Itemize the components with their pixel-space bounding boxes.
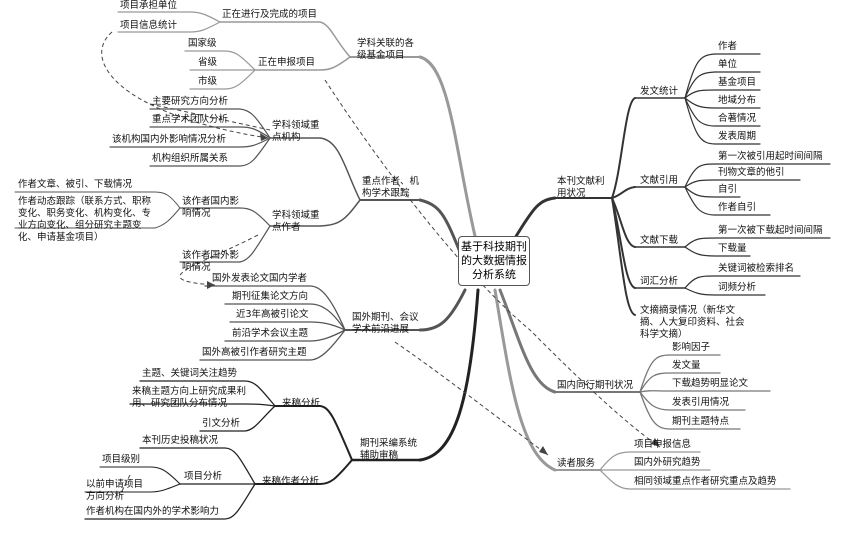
leaf-author-tracking: 作者动态跟踪（联系方式、职称变化、职务变化、机构变化、专业方向变化、组分研究主题…	[18, 196, 152, 243]
leaf-national: 国家级	[188, 38, 217, 49]
leaf-highly-cited: 近3年高被引论文	[236, 309, 309, 320]
leaf-research-direction: 主要研究方向分析	[152, 96, 229, 107]
leaf-citation-status: 发表引用情况	[672, 397, 730, 408]
leaf-project-stats: 项目信息统计	[120, 20, 178, 31]
leaf-org-relation: 机构组织所属关系	[152, 153, 229, 164]
leaf-research-outcome: 来稿主题方向上研究成果利用、研究团队分布情况	[132, 386, 247, 409]
edge-center-stats	[513, 196, 557, 240]
leaf-region: 地域分布	[718, 95, 757, 106]
edge-center-reader	[493, 288, 557, 472]
leaf-journal-topics: 期刊主题特点	[672, 416, 730, 427]
node-citation: 文献引用	[640, 175, 679, 186]
leaf-pub-cycle: 发表周期	[718, 131, 757, 142]
edge-center-review	[418, 288, 480, 462]
node-author-domestic: 该作者国内影响情况	[182, 196, 240, 219]
leaf-project-info: 项目申报信息	[634, 439, 692, 450]
node-publication-stats: 发文统计	[640, 86, 679, 97]
leaf-coauthor: 合著情况	[718, 113, 757, 124]
leaf-submission-history: 本刊历史投稿状况	[142, 435, 219, 446]
node-vocab: 词汇分析	[640, 276, 679, 287]
leaf-author-articles: 作者文章、被引、下载情况	[18, 179, 133, 190]
leaf-keyword-rank: 关键词被检索排名	[718, 263, 795, 274]
branch-peer-journals: 国内同行期刊状况	[557, 380, 634, 391]
branch-usage-status: 本刊文献利用状况	[557, 176, 605, 199]
leaf-other-cite: 刊物文章的他引	[718, 167, 785, 178]
branch-review-assist: 期刊采编系统辅助审稿	[360, 438, 418, 461]
leaf-prior-projects: 以前申请项目方向分析	[86, 479, 144, 502]
leaf-call-for-papers: 期刊征集论文方向	[232, 291, 309, 302]
leaf-institution-influence: 作者机构在国内外的学术影响力	[86, 506, 220, 517]
node-key-authors: 学科领域重点作者	[272, 210, 320, 233]
node-applying-projects: 正在申报项目	[258, 57, 316, 68]
node-ongoing-projects: 正在进行及完成的项目	[222, 9, 318, 20]
central-topic: 基于科技期刊的大数据情报分析系统	[458, 236, 530, 286]
branch-key-tracking: 重点作者、机构学术跟踪	[362, 176, 420, 199]
node-submitter-analysis: 来稿作者分析	[262, 476, 320, 487]
leaf-domestic-scholars: 国外发表论文国内学者	[212, 273, 308, 284]
relation-arrow	[179, 234, 259, 286]
leaf-fund-project: 基金项目	[718, 77, 757, 88]
leaf-municipal: 市级	[198, 76, 218, 87]
leaf-impact-factor: 影响因子	[672, 342, 711, 353]
leaf-institution-impact: 该机构国内外影响情况分析	[112, 134, 227, 145]
leaf-key-author-focus: 相同领域重点作者研究重点及趋势	[634, 476, 777, 487]
leaf-project-unit: 项目承担单位	[120, 0, 178, 11]
leaf-pub-volume: 发文量	[672, 360, 701, 371]
node-key-institutions: 学科领域重点机构	[272, 120, 320, 143]
leaf-cited-author-topics: 国外高被引作者研究主题	[202, 347, 307, 358]
leaf-academic-team: 重点学术团队分析	[152, 114, 229, 125]
leaf-keyword-trend: 主题、关键词关注趋势	[142, 368, 238, 379]
node-download: 文献下载	[640, 235, 679, 246]
branch-reader-service: 读者服务	[557, 458, 596, 469]
leaf-download-trend: 下载趋势明显论文	[672, 378, 749, 389]
node-manuscript-analysis: 来稿分析	[282, 398, 321, 409]
leaf-project-level: 项目级别	[102, 454, 141, 465]
relation-arrow	[324, 79, 661, 448]
leaf-author: 作者	[718, 41, 738, 52]
branch-intl-frontier: 国外期刊、会议学术前沿进展	[352, 312, 419, 335]
leaf-author-self-cite: 作者自引	[718, 202, 757, 213]
relation-arrow	[101, 31, 269, 139]
leaf-first-download: 第一次被下载起时间间隔	[718, 225, 823, 236]
leaf-word-freq: 词频分析	[718, 282, 757, 293]
relation-arrow	[119, 474, 131, 496]
branch-funded-projects: 学科关联的各级基金项目	[357, 38, 415, 61]
leaf-provincial: 省级	[198, 57, 218, 68]
node-author-foreign: 该作者国外影响情况	[182, 250, 240, 273]
edge-center-key	[418, 198, 462, 254]
leaf-first-cited: 第一次被引用起时间间隔	[718, 151, 823, 162]
edge-center-intl	[418, 288, 467, 332]
node-abstract-reprint: 文摘摘录情况（新华文摘、人大复印资料、社会科学文摘）	[640, 305, 745, 340]
relation-arrow	[394, 341, 549, 456]
edge-center-peer	[498, 288, 557, 394]
leaf-download-count: 下载量	[718, 243, 747, 254]
leaf-research-trend: 国内外研究趋势	[634, 457, 701, 468]
leaf-conference-topics: 前沿学术会议主题	[232, 328, 309, 339]
edge-center-fund	[418, 55, 477, 238]
node-project-analysis: 项目分析	[184, 471, 223, 482]
leaf-self-cite: 自引	[718, 184, 738, 195]
leaf-unit: 单位	[718, 59, 738, 70]
leaf-reference-analysis: 引文分析	[202, 418, 241, 429]
